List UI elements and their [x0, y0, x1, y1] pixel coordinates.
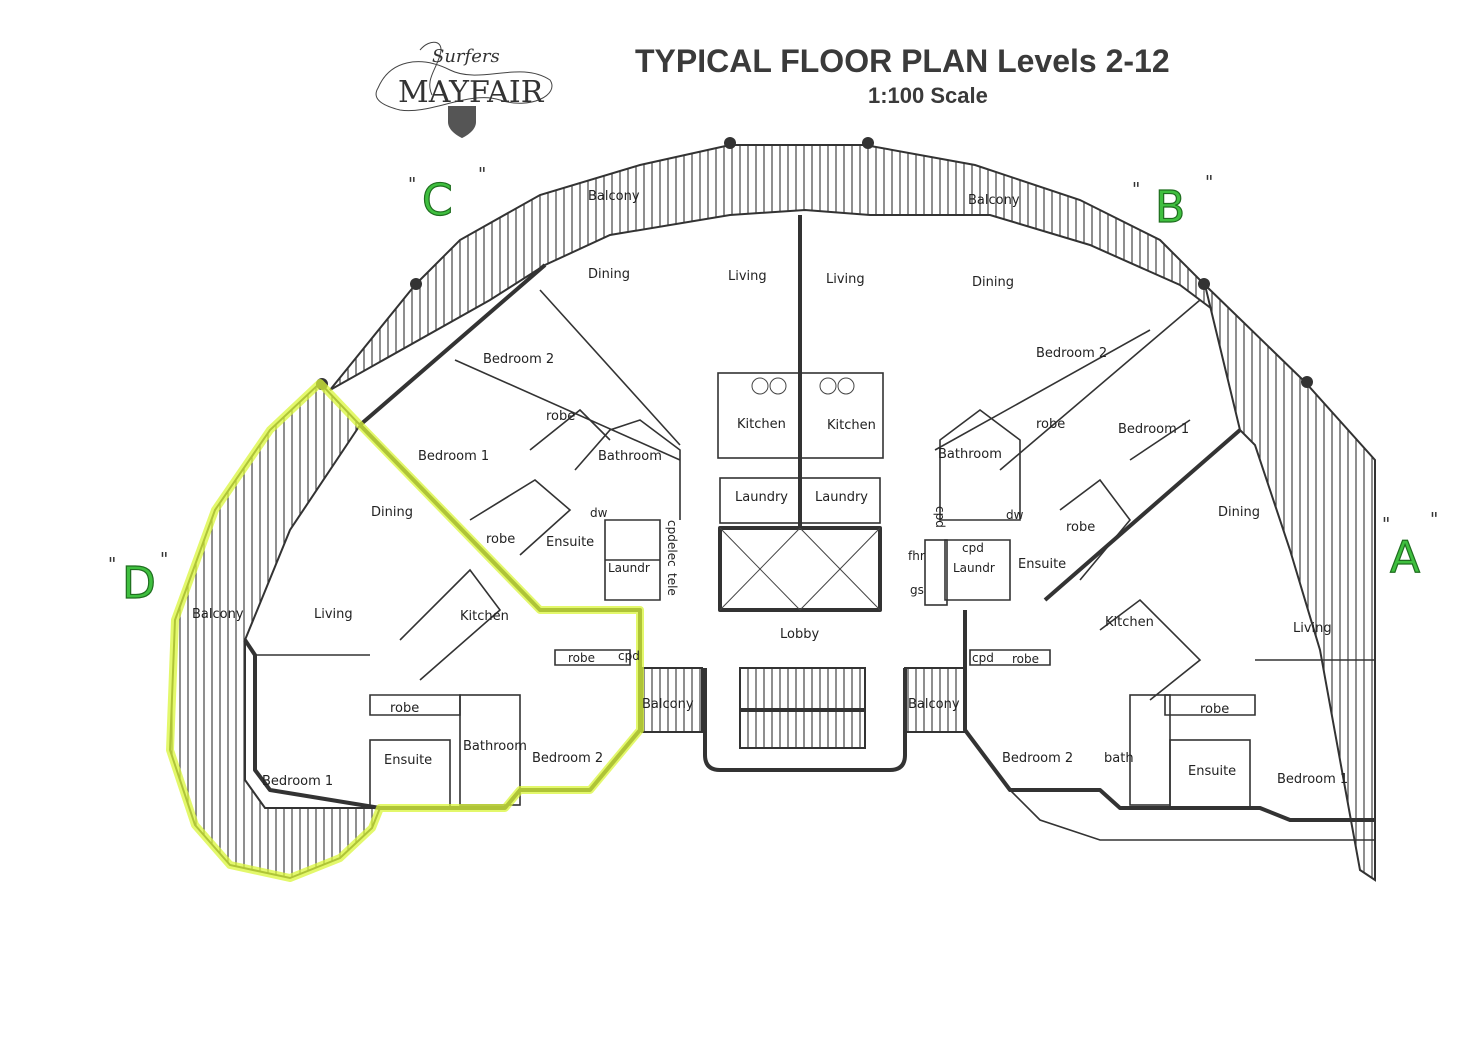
- balcony-a: [1203, 281, 1376, 882]
- room-label: Kitchen: [1105, 615, 1154, 630]
- room-label: robe: [1012, 652, 1039, 666]
- stair-enclosure: [703, 668, 907, 772]
- room-label: fhr: [908, 549, 925, 563]
- svg-text:": ": [478, 164, 486, 185]
- room-label: Bedroom 2: [1036, 346, 1107, 361]
- room-label: Laundry: [815, 490, 868, 505]
- room-label: Laundr: [953, 561, 995, 575]
- room-label: cpd: [618, 649, 640, 663]
- room-label: Dining: [972, 275, 1014, 290]
- unit-label-c: C: [422, 175, 453, 226]
- room-label: robe: [568, 651, 595, 665]
- unit-c-walls: [358, 263, 681, 601]
- room-label: elec: [665, 542, 679, 567]
- room-label: dw: [1006, 508, 1024, 522]
- room-label: robe: [390, 701, 419, 716]
- room-label: cpd: [962, 541, 984, 555]
- room-label: robe: [546, 409, 575, 424]
- lobby-label: Lobby: [780, 627, 819, 642]
- room-label: Ensuite: [1018, 557, 1066, 572]
- balcony-label: Balcony: [908, 697, 960, 712]
- unit-label-a: A: [1390, 532, 1420, 583]
- column-post: [1198, 278, 1210, 290]
- room-label: Bedroom 2: [1002, 751, 1073, 766]
- unit-b-walls: [934, 299, 1242, 602]
- room-label: dw: [590, 506, 608, 520]
- logo-shield-icon: [448, 106, 476, 138]
- room-label: Bedroom 1: [418, 449, 489, 464]
- room-label: Laundry: [735, 490, 788, 505]
- room-label: Bathroom: [598, 449, 662, 464]
- room-label: Bedroom 1: [1277, 772, 1348, 787]
- column-post: [724, 137, 736, 149]
- column-post: [1301, 376, 1313, 388]
- room-label: Bathroom: [938, 447, 1002, 462]
- balcony-label: Balcony: [642, 697, 694, 712]
- room-label: Bedroom 1: [1118, 422, 1189, 437]
- svg-text:": ": [1132, 179, 1140, 200]
- room-label: Kitchen: [737, 417, 786, 432]
- room-label: Bathroom: [463, 739, 527, 754]
- column-post: [862, 137, 874, 149]
- room-label: Bedroom 1: [262, 774, 333, 789]
- room-label: Bedroom 2: [483, 352, 554, 367]
- room-label: Laundr: [608, 561, 650, 575]
- room-label: Ensuite: [1188, 764, 1236, 779]
- unit-a-walls: [963, 598, 1375, 841]
- unit-d-highlight: [166, 379, 644, 882]
- room-label: Living: [728, 269, 767, 284]
- room-label: Kitchen: [460, 609, 509, 624]
- room-label: cpd: [972, 651, 994, 665]
- room-label: Dining: [588, 267, 630, 282]
- balcony-lobby-left: [641, 667, 703, 733]
- unit-label-b: B: [1155, 182, 1185, 233]
- balcony-label: Balcony: [968, 193, 1020, 208]
- unit-label-d: D: [122, 558, 156, 609]
- room-label: robe: [1036, 417, 1065, 432]
- room-label: gs: [910, 583, 924, 597]
- room-label: robe: [1200, 702, 1229, 717]
- room-label: Living: [1293, 621, 1332, 636]
- scale-label: 1:100 Scale: [868, 83, 988, 108]
- svg-text:": ": [160, 549, 168, 570]
- room-label: bath: [1104, 751, 1134, 766]
- svg-text:": ": [1382, 514, 1390, 535]
- mayfair-logo: MAYFAIR Surfers: [375, 41, 553, 138]
- svg-text:": ": [1430, 509, 1438, 530]
- room-label: Dining: [1218, 505, 1260, 520]
- room-label: cpd: [665, 520, 679, 542]
- room-label: Bedroom 2: [532, 751, 603, 766]
- room-label: Living: [826, 272, 865, 287]
- logo-script: Surfers: [432, 46, 500, 67]
- room-label: Kitchen: [827, 418, 876, 433]
- page-title: TYPICAL FLOOR PLAN Levels 2-12: [635, 43, 1170, 79]
- room-label: cpd: [933, 506, 947, 528]
- room-label: Living: [314, 607, 353, 622]
- room-label: robe: [1066, 520, 1095, 535]
- room-label: robe: [486, 532, 515, 547]
- core-walls: [717, 372, 948, 612]
- room-label: Ensuite: [384, 753, 432, 768]
- svg-text:": ": [408, 174, 416, 195]
- room-label: Ensuite: [546, 535, 594, 550]
- svg-text:": ": [1205, 172, 1213, 193]
- room-label: tele: [665, 573, 679, 596]
- svg-text:": ": [108, 554, 116, 575]
- column-post: [410, 278, 422, 290]
- logo-text: MAYFAIR: [398, 75, 545, 110]
- balcony-label: Balcony: [192, 607, 244, 622]
- balcony-label: Balcony: [588, 189, 640, 204]
- room-label: Dining: [371, 505, 413, 520]
